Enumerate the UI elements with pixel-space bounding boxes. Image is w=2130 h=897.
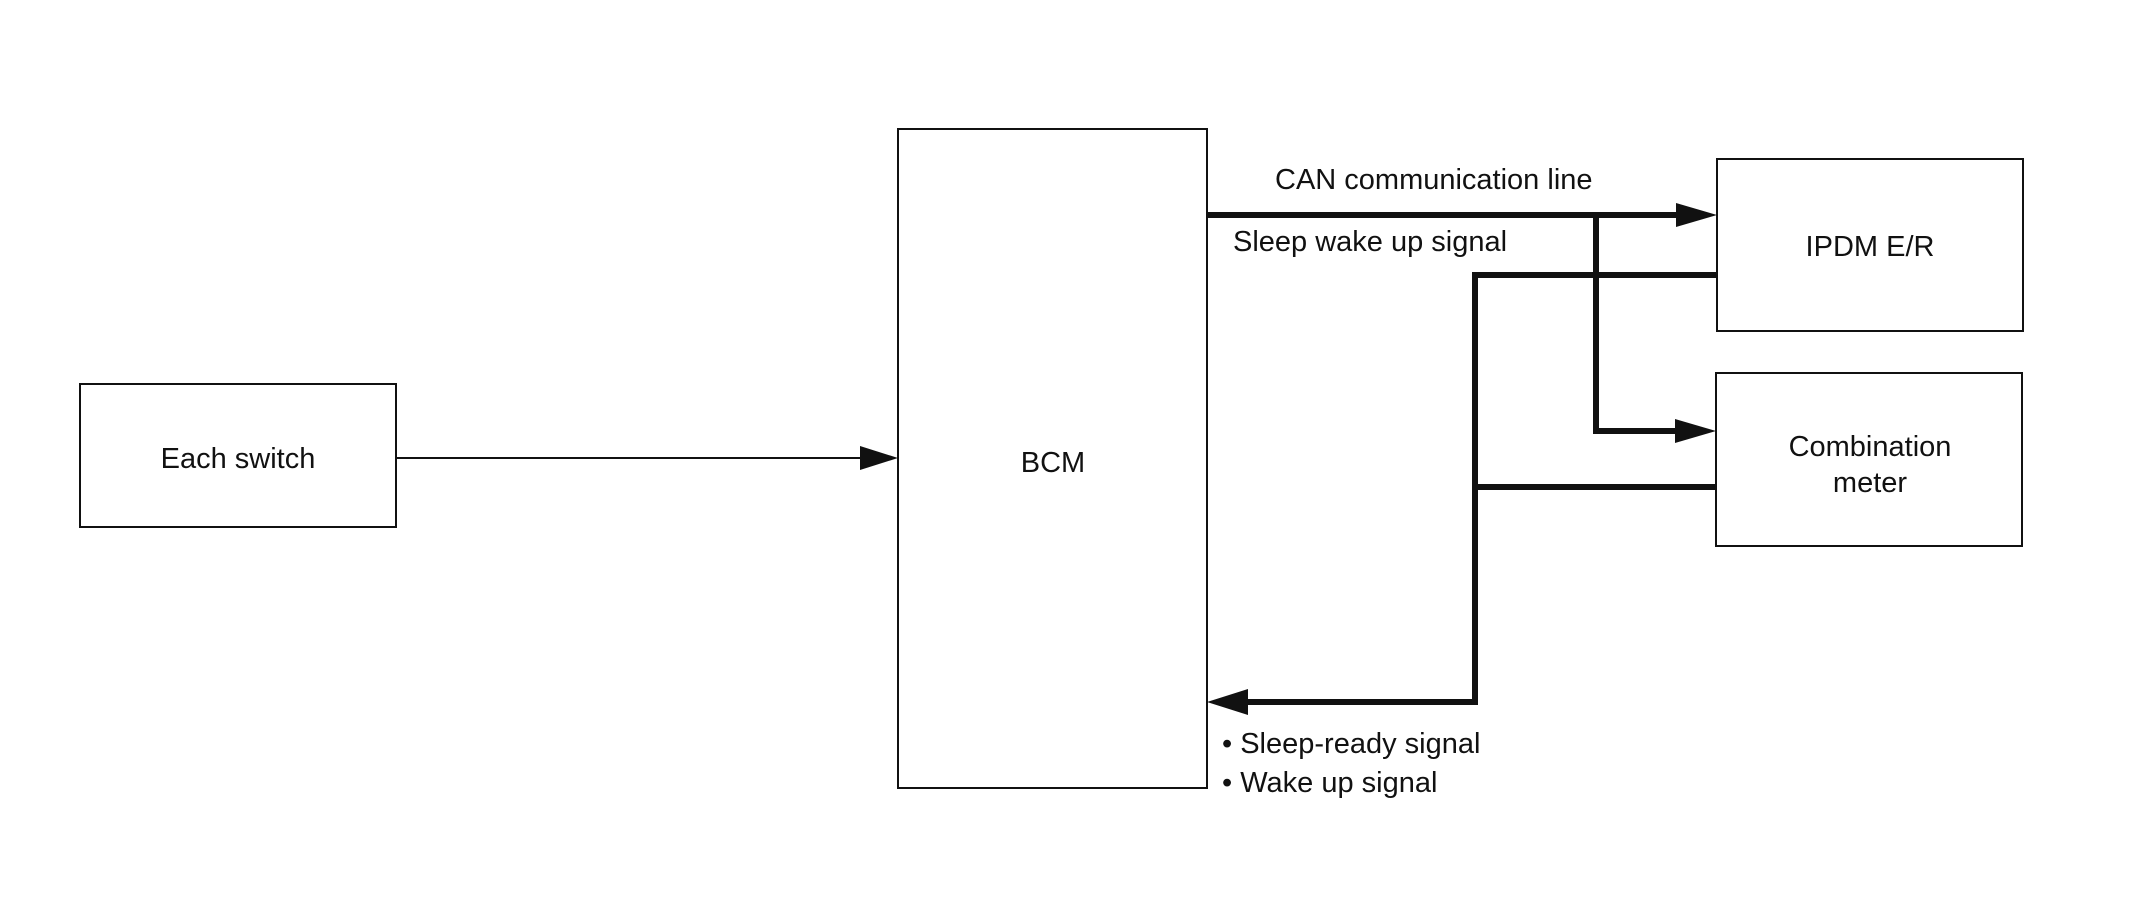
switch-to-bcm-arrowhead — [860, 446, 898, 470]
can-line-to-combination-meter — [1593, 215, 1678, 434]
ipdm-box — [1716, 158, 2024, 332]
can-to-combination-meter-arrowhead — [1675, 419, 1716, 443]
can-to-ipdm-arrowhead — [1676, 203, 1717, 227]
switch-to-bcm-connection — [396, 446, 898, 470]
sleep-wake-up-signal-label: Sleep wake up signal — [1233, 226, 1507, 258]
bcm-box — [897, 128, 1208, 789]
return-to-bcm-arrowhead — [1207, 689, 1248, 715]
ipdm-label: IPDM E/R — [1806, 231, 1935, 263]
can-communication-line — [1207, 203, 1717, 443]
can-communication-line-label: CAN communication line — [1275, 164, 1593, 196]
combination-meter-block: Combination meter — [1715, 372, 2023, 547]
each-switch-box — [79, 383, 397, 528]
return-signal-line — [1207, 272, 1717, 715]
sleep-ready-signal-label: • Sleep-ready signal — [1222, 728, 1480, 760]
bcm-label: BCM — [1021, 447, 1085, 479]
wake-up-signal-label: • Wake up signal — [1222, 767, 1437, 799]
ipdm-block: IPDM E/R — [1716, 158, 2024, 332]
bcm-block: BCM — [897, 128, 1208, 789]
combination-meter-box — [1715, 372, 2023, 547]
combination-meter-label-line2: meter — [1833, 467, 1907, 499]
each-switch-label: Each switch — [161, 443, 316, 475]
each-switch-block: Each switch — [79, 383, 397, 528]
combination-meter-label-line1: Combination — [1789, 431, 1952, 463]
